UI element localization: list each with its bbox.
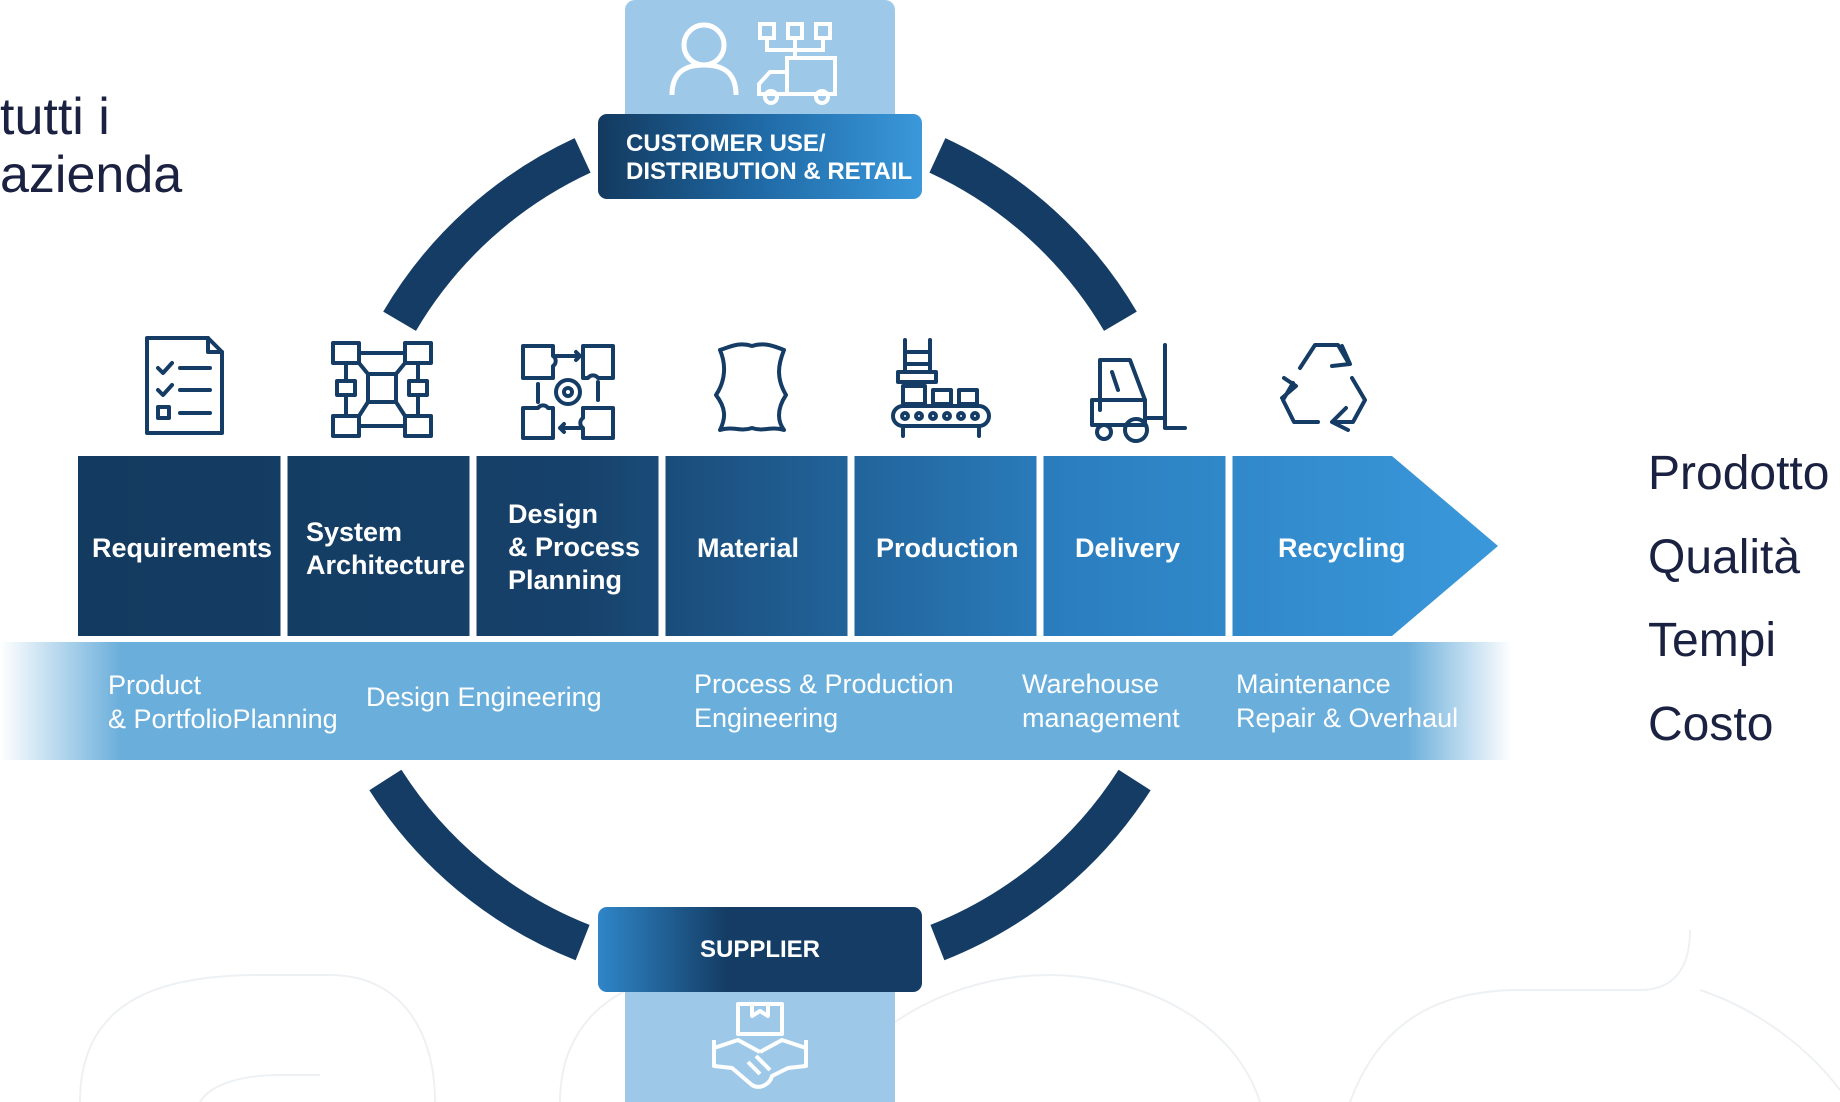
stage-label-delivery: Delivery [1075, 533, 1181, 563]
stage-label-recycling: Recycling [1278, 533, 1406, 563]
person-icon [669, 22, 739, 96]
stage-label-requirements: Requirements [92, 533, 273, 563]
ring-arc-top-right [929, 138, 1137, 331]
ring-arc-bottom-right [930, 769, 1151, 961]
recycle-icon [1280, 343, 1367, 432]
kpi-qualita: Qualità [1648, 531, 1801, 584]
kpi-prodotto: Prodotto [1648, 447, 1830, 500]
function-band [0, 642, 1512, 760]
ring-arc-bottom-left [369, 769, 590, 961]
stage-label-production: Production [876, 533, 1019, 563]
ring-arc-top-left [383, 138, 591, 331]
supplier-box [598, 907, 922, 1102]
stage-label-material: Material [697, 533, 800, 563]
puzzle-process-icon [521, 344, 615, 440]
architecture-icon [331, 341, 433, 438]
background-watermark [79, 929, 1840, 1102]
customer-use-label: CUSTOMER USE/ DISTRIBUTION & RETAIL [626, 130, 913, 185]
distribution-truck-icon [757, 22, 837, 105]
headline: tutti i azienda [0, 88, 183, 204]
function-label-portfolio-planning: Product & PortfolioPlanning [108, 670, 338, 734]
leather-hide-icon [714, 342, 788, 432]
function-label-process-production-engineering: Process & Production Engineering [694, 669, 954, 733]
conveyor-icon [891, 338, 991, 438]
stage-icons [145, 336, 1367, 443]
forklift-icon [1090, 343, 1187, 443]
function-label-maintenance: Maintenance Repair & Overhaul [1236, 669, 1459, 733]
value-chain-arrow [78, 454, 1498, 638]
stage-label-design-process-planning: Design & Process Planning [508, 499, 641, 595]
function-label-design-engineering: Design Engineering [366, 682, 602, 712]
kpi-tempi: Tempi [1648, 614, 1777, 667]
checklist-icon [145, 336, 224, 435]
cycle-ring [369, 138, 1151, 961]
kpi-costo: Costo [1648, 698, 1774, 751]
stage-label-system-architecture: System Architecture [306, 517, 466, 580]
handshake-box-icon [712, 1002, 808, 1089]
function-label-warehouse-management: Warehouse management [1022, 669, 1180, 733]
customer-use-box [598, 0, 922, 199]
supplier-label: SUPPLIER [699, 936, 821, 963]
